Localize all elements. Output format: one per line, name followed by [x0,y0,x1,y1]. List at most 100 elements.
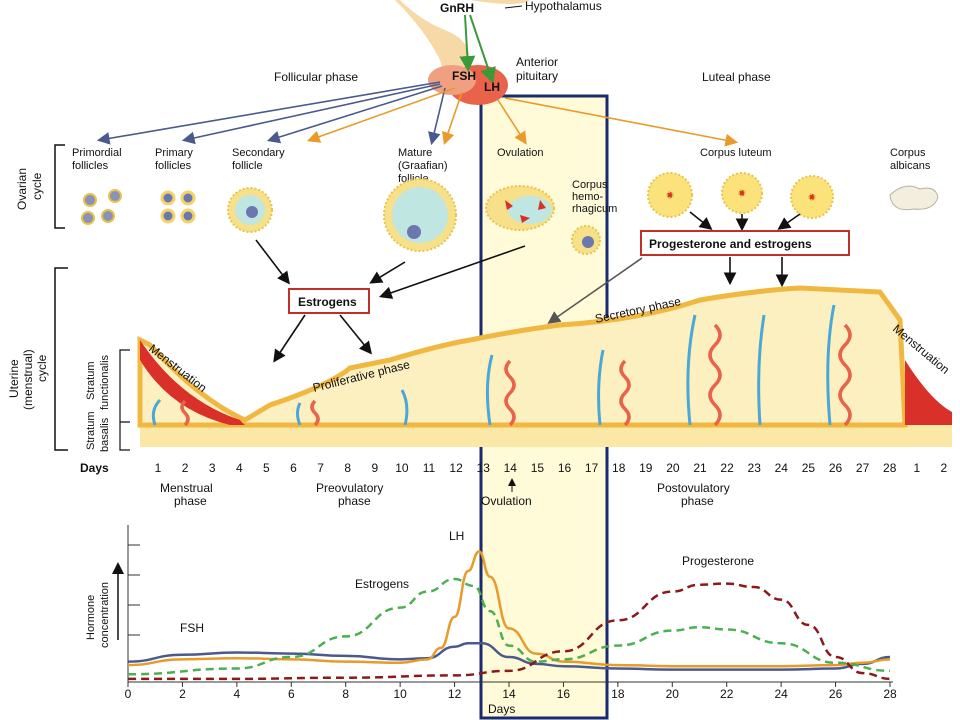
primary-label-1: Primary [155,147,193,159]
progesterone-estrogens-box-label: Progesterone and estrogens [649,237,812,251]
x-tick-label: 14 [502,687,516,701]
mature-follicle [383,178,457,252]
corpus-hem-label-1: Corpus [572,179,608,191]
day-number: 10 [395,461,409,475]
corpus-hem-label-3: rhagicum [572,203,617,215]
mature-label-2: (Graafian) [398,160,448,172]
estrogens-box-label: Estrogens [298,295,357,309]
corpus-albicans-label-2: albicans [890,160,931,172]
series-line-estrogens [127,577,891,676]
day-number: 6 [290,461,297,475]
corpus-albicans-body [889,185,939,211]
primordial-follicles [81,189,122,225]
day-number: 9 [371,461,378,475]
day-number: 4 [236,461,243,475]
x-tick-label: 10 [393,687,407,701]
follicular-phase-label: Follicular phase [274,70,358,84]
menstrual-phase-label-1: Menstrual [160,481,213,495]
day-number: 16 [558,461,572,475]
day-number: 3 [209,461,216,475]
x-tick-label: 22 [720,687,734,701]
day-number: 15 [531,461,545,475]
ovarian-side-label-2: cycle [30,172,44,200]
stratum-bas-label-1: Stratum [85,411,97,450]
corpus-luteum-label: Corpus luteum [700,147,772,159]
primary-label-2: follicles [155,160,192,172]
estrogen-arrows [255,239,789,363]
luteal-phase-label: Luteal phase [702,70,771,84]
day-number: 23 [748,461,762,475]
x-tick-label: 20 [666,687,680,701]
endometrium [137,285,952,447]
day-number: 25 [802,461,816,475]
day-number: 20 [666,461,680,475]
day-number: 13 [477,461,491,475]
lh-label: LH [484,80,500,94]
day-number: 19 [639,461,653,475]
day-number: 24 [775,461,789,475]
secondary-label-2: follicle [232,160,263,172]
primordial-label-2: follicles [72,160,109,172]
estrogens-series-label: Estrogens [355,577,409,591]
x-tick-label: 26 [829,687,843,701]
secondary-follicle [227,187,273,233]
day-number: 5 [263,461,270,475]
day-number: 26 [829,461,843,475]
day-number: 2 [941,461,948,475]
series-line-lh [127,550,891,668]
series-line-progesterone [128,582,891,681]
secondary-label-1: Secondary [232,147,285,159]
x-tick-label: 8 [342,687,349,701]
x-tick-label: 2 [179,687,186,701]
primordial-label-1: Primordial [72,147,122,159]
primary-follicles [160,190,196,224]
hypothalamus-pituitary [395,0,530,105]
postovulatory-phase-label-1: Postovulatory [657,481,730,495]
day-number: 17 [585,461,599,475]
x-tick-label: 18 [611,687,625,701]
y-axis-label-2: concentration [99,582,111,648]
x-tick-label: 4 [234,687,241,701]
luteum-to-box-arrows [689,211,801,232]
fsh-label: FSH [452,69,476,83]
menstrual-phase-label-2: phase [174,494,207,508]
fsh-arrows [96,81,446,146]
ovulation-ovary-label: Ovulation [497,147,543,159]
fsh-series-label: FSH [180,621,204,635]
x-tick-label: 16 [557,687,571,701]
day-number: 7 [317,461,324,475]
mature-label-1: Mature [398,147,432,159]
day-number: 12 [449,461,463,475]
day-number: 2 [182,461,189,475]
ovarian-side-label-1: Ovarian [15,168,29,210]
stratum-func-label-1: Stratum [85,361,97,400]
corpus-hem-label-2: hemo- [572,191,604,203]
progesterone-estrogens-box [640,230,850,256]
uterine-side-label-3: cycle [35,354,49,382]
y-axis-label-1: Hormone [85,595,97,640]
x-tick-label: 28 [883,687,897,701]
day-number: 28 [883,461,897,475]
day-number: 27 [856,461,870,475]
day-number: 1 [913,461,920,475]
day-number: 11 [423,461,436,475]
lh-series-label: LH [449,529,464,543]
estrogens-box [288,288,370,314]
series-line-fsh [127,642,891,671]
ovulation-day-label: Ovulation [481,494,532,508]
day-number: 21 [693,461,707,475]
days-row-label: Days [80,461,109,475]
day-number: 8 [344,461,351,475]
x-tick-label: 0 [125,687,132,701]
gnrh-label: GnRH [440,1,474,15]
uterine-side-label-1: Uterine [7,359,21,398]
day-number: 22 [720,461,734,475]
x-tick-label: 6 [288,687,295,701]
stratum-func-label-2: functionalis [99,354,111,410]
x-tick-label: 12 [448,687,462,701]
preovulatory-phase-label-2: phase [338,494,371,508]
